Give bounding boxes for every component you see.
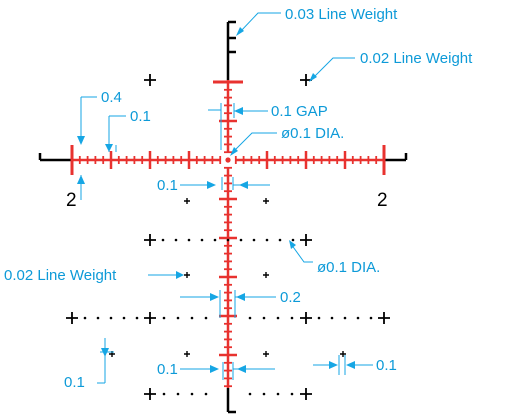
holdover-dot (356, 316, 360, 320)
holdover-cross (144, 74, 156, 86)
dimension-04: 0.4 (77, 89, 122, 200)
holdover-dot (200, 238, 204, 242)
label-dim-01-hash: 0.1 (157, 177, 178, 194)
center-dot (225, 157, 231, 163)
holdover-cross (263, 351, 269, 357)
callout-dia-center: ø0.1 DIA. (230, 125, 344, 156)
holdover-dot (176, 316, 180, 320)
holdover-cross (144, 388, 156, 400)
holdover-dot (109, 316, 113, 320)
holdover-dot (276, 392, 280, 396)
holdover-dot (226, 238, 230, 242)
holdover-cross (378, 312, 390, 324)
holdover-dot (276, 316, 280, 320)
dimension-01-bottom-left: 0.1 (64, 338, 114, 391)
label-gap: 0.1 GAP (271, 103, 328, 120)
label-dim-01-top: 0.1 (130, 108, 151, 125)
holdover-dot (122, 316, 126, 320)
holdover-dot (162, 392, 166, 396)
dimension-01-bottom-center: 0.1 (157, 361, 275, 380)
holdover-dot (239, 238, 243, 242)
holdover-dots (83, 238, 373, 396)
label-line-weight-002-left: 0.02 Line Weight (4, 267, 117, 284)
holdover-cross (300, 234, 312, 246)
holdover-dot (262, 316, 266, 320)
label-line-weight-003: 0.03 Line Weight (285, 6, 398, 23)
holdover-dot (213, 238, 217, 242)
holdover-cross (144, 312, 156, 324)
dimension-01-bottom-right: 0.1 (313, 355, 397, 375)
label-dia-dots: ø0.1 DIA. (317, 259, 380, 276)
label-dim-01-bottom-center: 0.1 (157, 361, 178, 378)
callout-line-weight-002-top: 0.02 Line Weight (309, 50, 473, 82)
holdover-cross (300, 388, 312, 400)
holdover-dot (343, 316, 347, 320)
holdover-marks (66, 74, 390, 400)
holdover-cross (263, 198, 269, 204)
holdover-dot (187, 238, 191, 242)
holdover-dot (291, 238, 295, 242)
callout-line-weight-002-left: 0.02 Line Weight (4, 267, 184, 284)
holdover-dot (290, 316, 294, 320)
label-dim-01-bottom-left: 0.1 (64, 374, 85, 391)
callout-gap: 0.1 GAP (208, 103, 328, 150)
holdover-cross (144, 234, 156, 246)
holdover-dot (204, 392, 208, 396)
holdover-dot (317, 316, 321, 320)
scale-label-right: 2 (377, 190, 388, 211)
holdover-dot (83, 316, 87, 320)
label-dim-04: 0.4 (101, 89, 122, 106)
label-dia-center: ø0.1 DIA. (281, 125, 344, 142)
holdover-dot (252, 238, 256, 242)
dimension-01-hash: 0.1 (157, 177, 270, 194)
holdover-dot (330, 316, 334, 320)
holdover-cross (66, 312, 78, 324)
label-line-weight-002-top: 0.02 Line Weight (360, 50, 473, 67)
holdover-dot (248, 316, 252, 320)
label-dim-01-bottom-right: 0.1 (376, 357, 397, 374)
holdover-dot (290, 392, 294, 396)
holdover-cross (184, 351, 190, 357)
holdover-dot (190, 316, 194, 320)
holdover-dot (265, 238, 269, 242)
holdover-cross (263, 272, 269, 278)
top-outer-post (226, 20, 236, 80)
holdover-cross (300, 312, 312, 324)
label-dim-02: 0.2 (280, 289, 301, 306)
holdover-dot (161, 238, 165, 242)
holdover-cross (184, 198, 190, 204)
holdover-dot (204, 316, 208, 320)
holdover-dot (176, 392, 180, 396)
holdover-dot (278, 238, 282, 242)
callout-dia-dots: ø0.1 DIA. (289, 240, 380, 276)
holdover-dot (96, 316, 100, 320)
holdover-cross (340, 351, 346, 357)
holdover-dot (248, 392, 252, 396)
holdover-dot (190, 392, 194, 396)
left-outer-post (38, 153, 72, 162)
holdover-dot (135, 316, 139, 320)
dimension-02: 0.2 (180, 289, 301, 318)
horizontal-end-bars (70, 145, 386, 175)
bottom-outer-post (226, 388, 236, 414)
callout-line-weight-003: 0.03 Line Weight (236, 6, 398, 36)
dimension-01-top: 0.1 (105, 108, 151, 152)
red-reticle (70, 80, 386, 388)
holdover-cross (184, 272, 190, 278)
holdover-dot (262, 392, 266, 396)
right-outer-post (384, 153, 408, 162)
outer-posts (38, 20, 408, 414)
holdover-dot (162, 316, 166, 320)
scale-label-left: 2 (66, 190, 77, 211)
holdover-dot (369, 316, 373, 320)
holdover-dot (174, 238, 178, 242)
